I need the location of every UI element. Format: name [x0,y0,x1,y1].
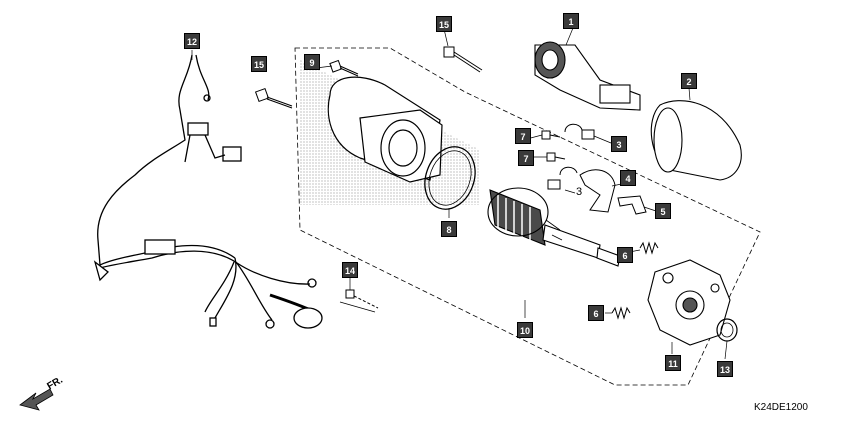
spring-upper [639,241,659,255]
motor-housing [327,76,443,183]
diagram-code: K24DE1200 [754,402,808,413]
callout-6-upper: 6 [617,247,633,263]
callout-4: 4 [620,170,636,186]
spring-lower [611,306,631,320]
brush-holder [647,259,731,346]
screw-7-lower [546,152,566,162]
callout-10: 10 [517,322,533,338]
armature [487,187,621,267]
callout-3: 3 [611,136,627,152]
callout-12: 12 [184,33,200,49]
wire-harness [93,54,323,329]
brush-terminal-upper [564,123,595,140]
callout-15-left: 15 [251,56,267,72]
callout-2: 2 [681,73,697,89]
label-3-plain: 3 [576,186,583,198]
screw-7-upper [541,130,561,140]
brush-terminal-lower [547,166,578,190]
callout-9: 9 [304,54,320,70]
callout-1: 1 [563,13,579,29]
callout-15-top: 15 [436,16,452,32]
callout-7-lower: 7 [518,150,534,166]
callout-14: 14 [342,262,358,278]
callout-13: 13 [717,361,733,377]
bolt-15-top [443,46,483,73]
callout-7-upper: 7 [515,128,531,144]
bolt-9 [329,59,359,77]
o-ring-8 [424,146,476,210]
callout-6-lower: 6 [588,305,604,321]
bolt-15-left [254,87,293,109]
front-arrow-icon [19,388,54,411]
clip-5 [617,195,647,215]
end-cover [650,100,742,181]
callout-5: 5 [655,203,671,219]
callout-8: 8 [441,221,457,237]
callout-11: 11 [665,355,681,371]
starter-clutch [534,41,641,111]
brush-plate [579,169,616,213]
